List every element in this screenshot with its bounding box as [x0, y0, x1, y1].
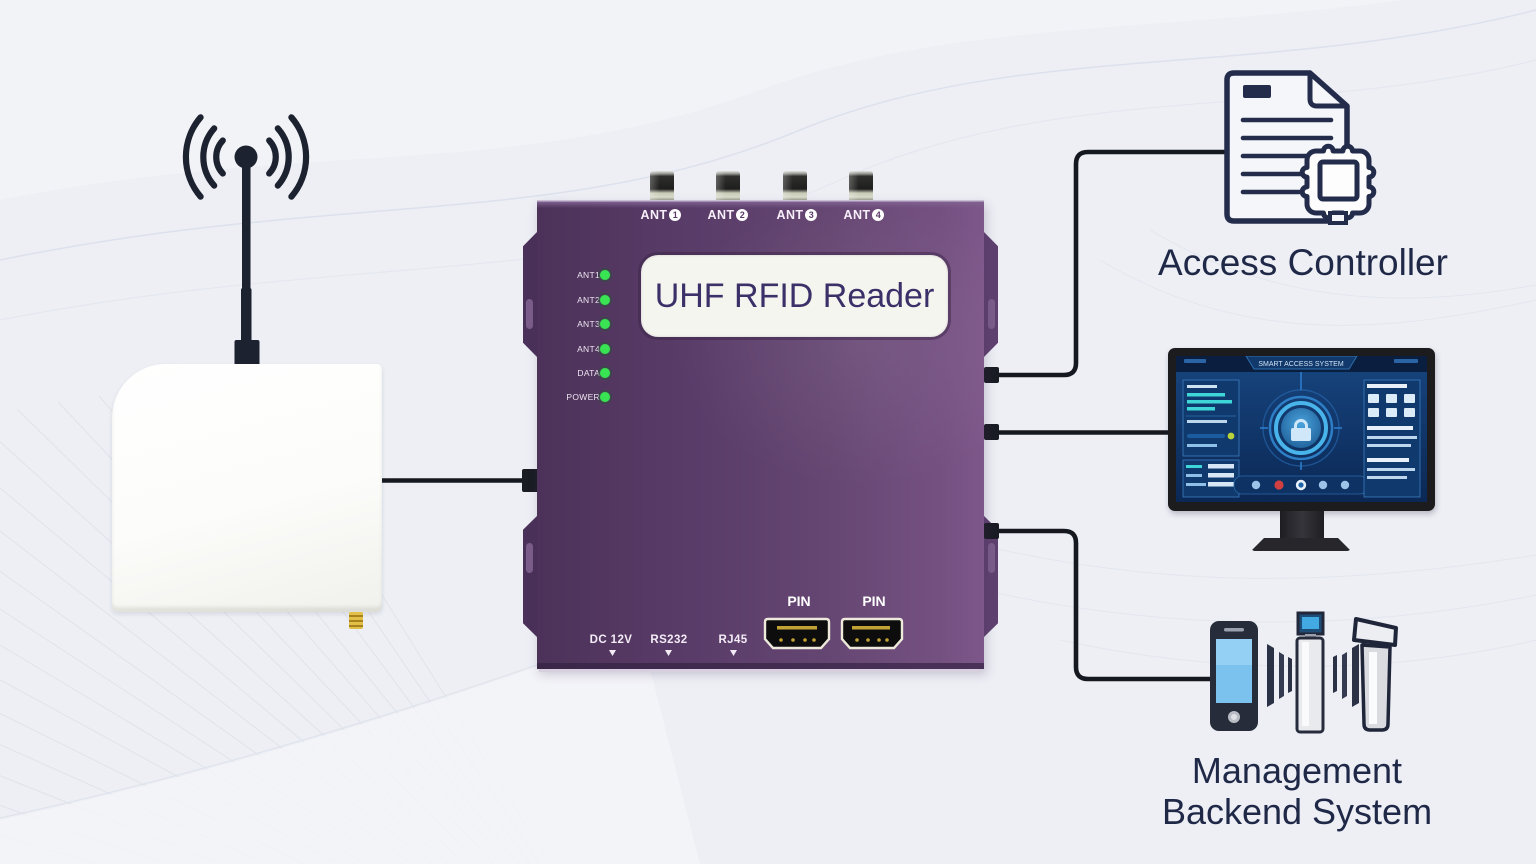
svg-text:SMART ACCESS SYSTEM: SMART ACCESS SYSTEM [1258, 361, 1343, 368]
